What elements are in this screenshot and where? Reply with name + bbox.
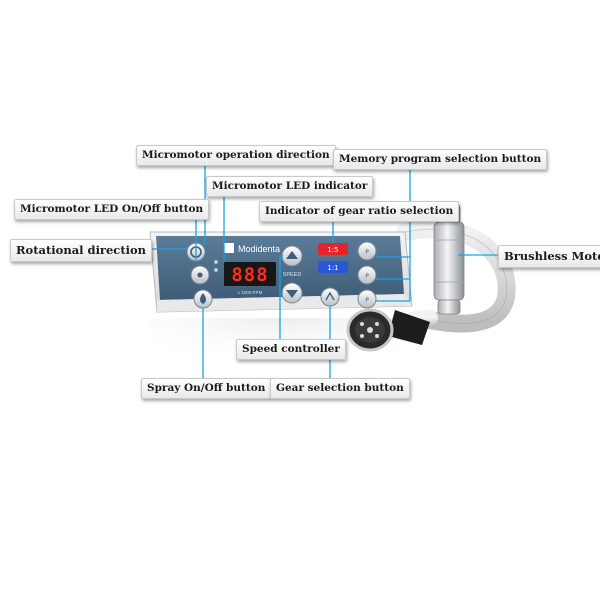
memory-button-1 <box>357 241 377 261</box>
label-memory-program-button: Memory program selection button <box>333 149 548 170</box>
label-spray-button: Spray On/Off button <box>141 378 272 399</box>
rpm-label: x 1000 RPM <box>238 290 263 295</box>
control-console: Modidenta 888 x 1000 RPM SPEED 1:5 <box>149 231 413 313</box>
memory-button-3 <box>357 289 377 309</box>
led-connector <box>346 308 430 352</box>
leader-memory-program <box>376 167 411 302</box>
led-display <box>224 262 276 286</box>
label-micromotor-operation-direction: Micromotor operation direction <box>136 145 336 166</box>
leader-speed-controller <box>279 255 283 346</box>
led-display-digits: 888 <box>231 264 268 286</box>
led-indicator-dot <box>214 268 218 272</box>
svg-text:P: P <box>365 249 369 256</box>
label-indicator-gear-ratio: Indicator of gear ratio selection <box>259 201 460 222</box>
gear-ratio-indicator-red <box>318 243 348 255</box>
speed-label: SPEED <box>283 272 302 278</box>
memory-button-2 <box>357 265 377 285</box>
gear-selection-button <box>320 287 340 307</box>
svg-text:1:5: 1:5 <box>327 246 338 254</box>
label-rotational-direction: Rotational direction <box>10 239 153 262</box>
svg-text:P: P <box>365 273 369 280</box>
gear-ratio-indicator-blue <box>318 261 348 273</box>
label-micromotor-led-indicator: Micromotor LED indicator <box>206 176 374 197</box>
brand-name: Modidenta <box>238 244 280 254</box>
label-micromotor-led-button: Micromotor LED On/Off button <box>14 199 210 220</box>
direction-indicator-dot <box>214 260 218 264</box>
brand-logo-mark <box>224 243 234 253</box>
label-speed-controller: Speed controller <box>236 339 346 360</box>
svg-text:P: P <box>365 297 369 304</box>
svg-text:1:1: 1:1 <box>327 264 338 272</box>
label-gear-selection-button: Gear selection button <box>270 378 410 399</box>
label-brushless-motor: Brushless Motor <box>498 245 600 268</box>
